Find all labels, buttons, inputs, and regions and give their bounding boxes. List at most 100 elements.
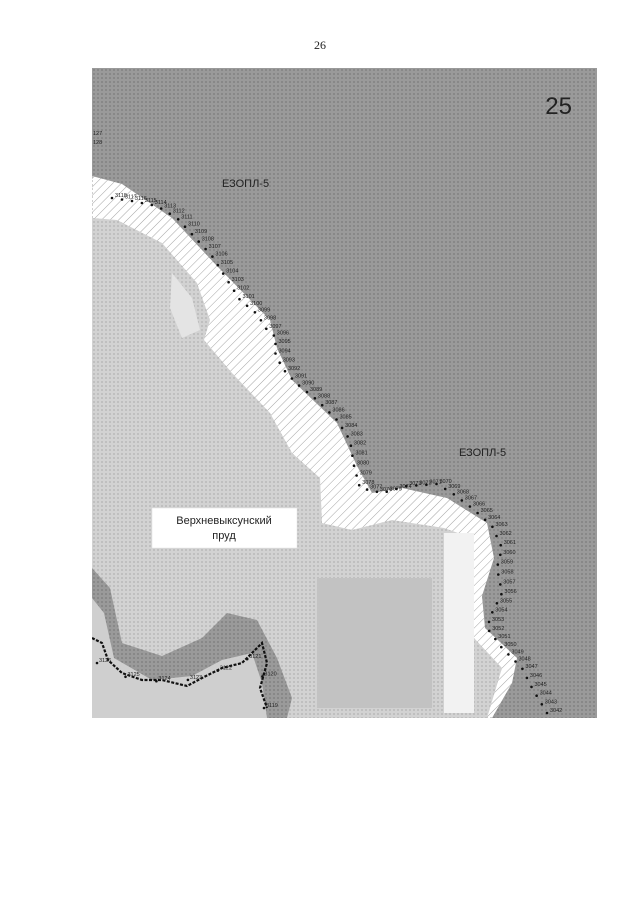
boundary-point-marker <box>468 505 472 508</box>
boundary-point-label: 3119 <box>266 703 278 709</box>
boundary-point-marker <box>395 487 398 491</box>
boundary-point-marker <box>216 263 220 267</box>
boundary-point-label: 3061 <box>504 540 516 546</box>
boundary-point-marker <box>283 369 287 373</box>
boundary-point-marker <box>204 247 207 251</box>
boundary-point-label: 3065 <box>481 508 493 514</box>
boundary-point-label: 3091 <box>295 374 307 380</box>
boundary-point-label: 3108 <box>202 237 214 243</box>
boundary-point-marker <box>476 511 479 515</box>
boundary-point-label: 3107 <box>209 244 221 250</box>
boundary-point-label: 3046 <box>530 673 542 679</box>
boundary-point-marker <box>176 218 180 221</box>
sheet-number: 25 <box>545 93 572 120</box>
boundary-point-label: 3079 <box>360 471 372 477</box>
boundary-point-label: 3111 <box>181 214 192 220</box>
edge-label: 127 <box>93 131 102 137</box>
boundary-point-label: 3056 <box>504 589 516 595</box>
water-label-line1: Верхневыксунский <box>176 515 272 527</box>
boundary-point-marker <box>328 411 331 414</box>
boundary-point-label: 3052 <box>492 626 504 632</box>
boundary-point-label: 3043 <box>545 699 557 705</box>
boundary-point-marker <box>460 499 464 502</box>
boundary-point-marker <box>340 426 344 430</box>
boundary-point-label: 3054 <box>495 607 507 613</box>
boundary-point-marker <box>530 685 533 689</box>
boundary-point-label: 3063 <box>495 522 507 528</box>
boundary-point-marker <box>487 620 491 624</box>
boundary-point-marker <box>262 706 266 710</box>
boundary-point-marker <box>375 490 379 494</box>
boundary-point-label: 3050 <box>504 642 516 648</box>
boundary-point-label: 3053 <box>492 617 504 623</box>
boundary-point-label: 3085 <box>340 415 352 421</box>
boundary-point-label: 3047 <box>525 664 537 670</box>
boundary-point-marker <box>545 711 549 715</box>
boundary-point-marker <box>274 352 277 355</box>
boundary-point-marker <box>365 488 369 491</box>
boundary-point-marker <box>221 272 225 275</box>
boundary-point-label: 3100 <box>250 301 262 307</box>
boundary-point-marker <box>495 602 499 605</box>
boundary-point-label: 3116 <box>135 196 147 202</box>
boundary-point-marker <box>211 255 214 258</box>
boundary-point-marker <box>253 311 257 314</box>
boundary-point-marker <box>385 490 389 494</box>
boundary-point-label: 3045 <box>535 682 547 688</box>
boundary-point-label: 3094 <box>279 349 291 355</box>
boundary-point-marker <box>183 225 187 228</box>
boundary-point-marker <box>535 694 538 697</box>
boundary-point-marker <box>335 418 338 421</box>
boundary-point-label: 3123 <box>190 675 202 681</box>
boundary-point-marker <box>168 212 172 215</box>
boundary-point-label: 3093 <box>283 358 295 364</box>
boundary-point-label: 3118 <box>115 193 127 199</box>
boundary-point-marker <box>140 201 144 205</box>
boundary-point-marker <box>494 637 497 641</box>
zone-label: ЕЗОПЛ-5 <box>222 178 269 190</box>
light-plot <box>170 273 200 338</box>
boundary-point-marker <box>245 657 249 661</box>
boundary-point-label: 3067 <box>465 495 477 501</box>
boundary-point-label: 3126 <box>99 658 111 664</box>
boundary-point-marker <box>261 675 264 678</box>
boundary-point-marker <box>404 484 408 488</box>
lower-land <box>92 598 267 718</box>
boundary-point-label: 3083 <box>351 431 363 437</box>
boundary-point-marker <box>197 240 200 243</box>
boundary-point-marker <box>495 534 498 538</box>
map-canvas: Верхневыксунский пруд 25 ЕЗОПЛ-5 ЕЗОПЛ-5… <box>92 68 597 718</box>
boundary-point-marker <box>491 611 494 614</box>
boundary-point-label: 3120 <box>264 671 276 677</box>
boundary-point-label: 3060 <box>503 550 515 556</box>
boundary-point-label: 3099 <box>258 307 270 313</box>
boundary-point-marker <box>290 377 294 380</box>
boundary-point-label: 3055 <box>500 598 512 604</box>
boundary-point-label: 3101 <box>243 294 255 300</box>
boundary-point-marker <box>355 474 358 477</box>
boundary-point-marker <box>186 678 190 682</box>
boundary-point-label: 3068 <box>457 489 469 495</box>
boundary-point-marker <box>259 319 263 322</box>
light-plot <box>444 533 474 713</box>
boundary-point-marker <box>425 483 428 487</box>
boundary-point-label: 3095 <box>279 339 291 345</box>
boundary-point-marker <box>124 675 127 679</box>
boundary-point-marker <box>452 493 456 496</box>
boundary-point-label: 3051 <box>498 634 510 640</box>
boundary-point-marker <box>500 592 503 596</box>
boundary-point-label: 3121 <box>249 654 261 660</box>
boundary-point-marker <box>272 334 276 337</box>
boundary-band <box>92 68 597 718</box>
boundary-point-label: 3062 <box>500 531 512 537</box>
boundary-point-label: 3084 <box>345 423 357 429</box>
boundary-point-marker <box>245 304 249 308</box>
boundary-point-marker <box>443 487 447 491</box>
water-label-line2: пруд <box>212 530 236 542</box>
boundary-point-label: 3112 <box>173 209 185 215</box>
boundary-point-marker <box>232 289 236 292</box>
boundary-point-label: 3057 <box>503 579 515 585</box>
boundary-point-label: 3097 <box>269 324 281 330</box>
boundary-point-label: 3102 <box>237 286 249 292</box>
